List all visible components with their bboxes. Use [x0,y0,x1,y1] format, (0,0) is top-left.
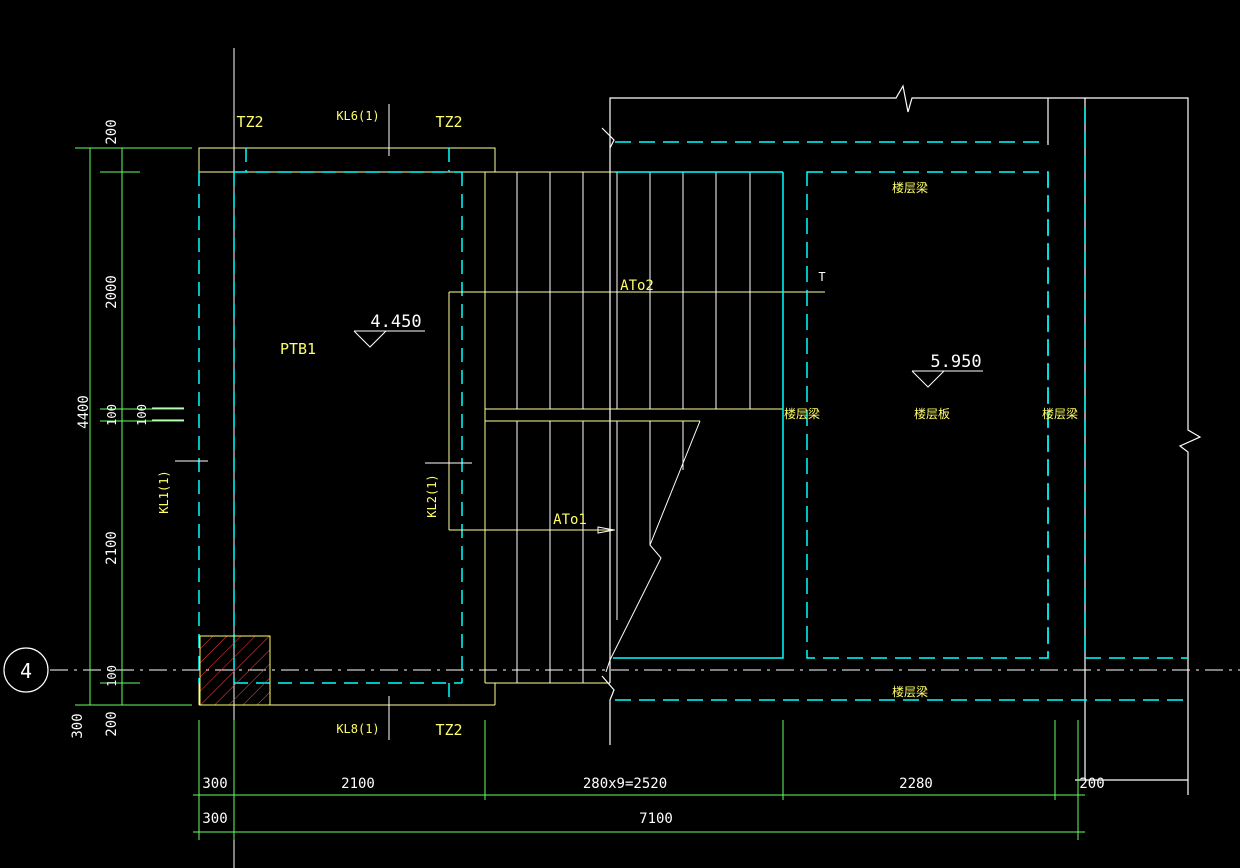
dimension-lines [75,147,1085,840]
landing-walls [198,148,463,705]
label-kl6: KL6(1) [336,109,379,123]
label-floor-beam-bottom: 楼层梁 [892,684,928,699]
top-beam-band [198,147,496,706]
dim-v-100-a: 100 [105,404,119,426]
label-kl2: KL2(1) [425,474,439,517]
label-elevation-floor: 5.950 [930,352,981,372]
dim-h2-300: 300 [202,811,227,827]
dim-h1-300: 300 [202,776,227,792]
dim-h1-2520: 280x9=2520 [583,776,667,792]
column-hatched [199,635,271,706]
dim-v-4400: 4400 [76,395,92,429]
label-tz2-top-right: TZ2 [435,113,462,131]
dim-h1-2100: 2100 [341,776,375,792]
axis-lines [50,48,1240,868]
elevation-marker-floor [911,370,983,388]
stair-break-line [605,420,701,673]
label-floor-slab: 楼层板 [914,406,950,421]
label-ptb1: PTB1 [280,340,316,358]
label-floor-beam-left: 楼层梁 [784,406,820,421]
dim-h1-200: 200 [1079,776,1104,792]
label-floor-beam-right: 楼层梁 [1042,406,1078,421]
dim-h2-7100: 7100 [639,811,673,827]
stair-arrow [597,526,615,534]
label-tz2-bottom: TZ2 [435,721,462,739]
label-kl1: KL1(1) [157,470,171,513]
leader-lines [152,104,472,740]
floor-walls [613,108,1188,701]
dim-v-100-b: 100 [135,404,149,426]
label-tz2-top-left: TZ2 [236,113,263,131]
label-ato1: ATo1 [553,512,587,528]
stair-treads [516,172,751,683]
dim-v-200-top: 200 [104,119,120,144]
dim-v-300: 300 [70,713,86,738]
dim-v-200-bottom: 200 [104,711,120,736]
label-kl8: KL8(1) [336,722,379,736]
dim-v-2000: 2000 [104,275,120,309]
label-floor-beam-top: 楼层梁 [892,180,928,195]
axis-bubble[interactable]: 4 [3,647,49,693]
label-stair-mark: T [818,270,825,284]
label-ato2: ATo2 [620,278,654,294]
drawing-labels: TZ2 TZ2 TZ2 KL6(1) KL8(1) KL1(1) KL2(1) … [157,109,1078,739]
elevation-marker-landing [353,330,425,348]
dimension-texts: 300 2100 280x9=2520 2280 200 300 7100 44… [70,119,1105,827]
dim-h1-2280: 2280 [899,776,933,792]
dim-v-2100: 2100 [104,531,120,565]
dim-v-100-c: 100 [105,665,119,687]
axis-bubble-label: 4 [20,659,32,683]
label-elevation-landing: 4.450 [370,312,421,332]
